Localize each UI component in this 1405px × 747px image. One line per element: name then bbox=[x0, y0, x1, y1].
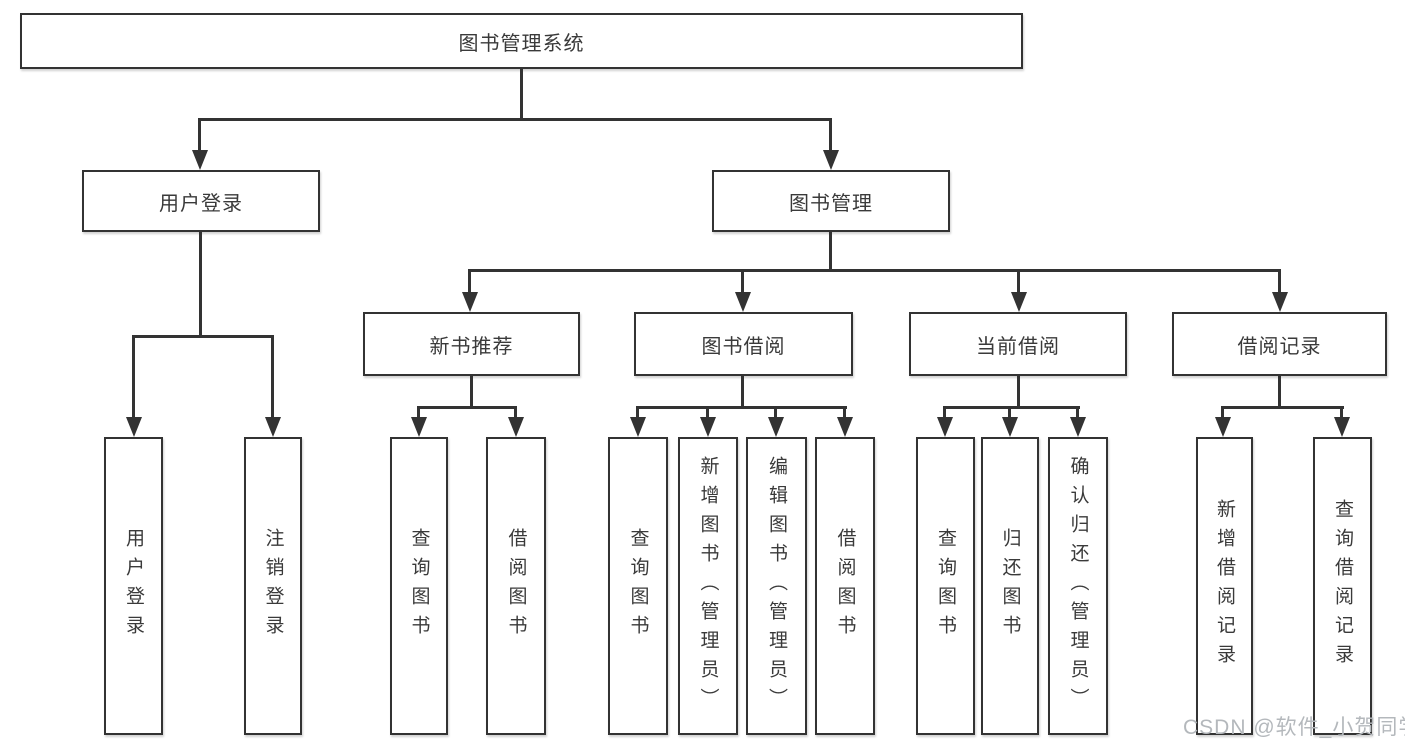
connector-line bbox=[1278, 376, 1281, 407]
arrow-down-icon bbox=[265, 417, 281, 437]
arrow-down-icon bbox=[192, 150, 208, 170]
connector-line bbox=[829, 232, 832, 271]
connector-line bbox=[829, 118, 832, 152]
arrow-down-icon bbox=[768, 417, 784, 437]
arrow-down-icon bbox=[630, 417, 646, 437]
connector-line bbox=[1076, 406, 1079, 417]
connector-line bbox=[1221, 406, 1344, 409]
connector-line bbox=[417, 406, 420, 417]
node-book-borrow: 图书借阅 bbox=[634, 312, 853, 376]
connector-line bbox=[514, 406, 517, 417]
node-library-management-system: 图书管理系统 bbox=[20, 13, 1023, 69]
connector-line bbox=[1221, 406, 1224, 417]
connector-line bbox=[520, 69, 523, 120]
arrow-down-icon bbox=[462, 292, 478, 312]
leaf-logout: 注销登录 bbox=[244, 437, 302, 735]
arrow-down-icon bbox=[837, 417, 853, 437]
leaf-borrow-books: 借阅图书 bbox=[815, 437, 875, 735]
connector-line bbox=[132, 335, 135, 417]
connector-line bbox=[636, 406, 847, 409]
connector-line bbox=[468, 269, 1281, 272]
arrow-down-icon bbox=[735, 292, 751, 312]
arrow-down-icon bbox=[1334, 417, 1350, 437]
arrow-down-icon bbox=[1272, 292, 1288, 312]
connector-line bbox=[706, 406, 709, 417]
connector-line bbox=[843, 406, 846, 417]
connector-line bbox=[1017, 269, 1020, 292]
leaf-return-book: 归还图书 bbox=[981, 437, 1039, 735]
leaf-borrow-books-recommend: 借阅图书 bbox=[486, 437, 546, 735]
leaf-add-borrow-record: 新增借阅记录 bbox=[1196, 437, 1253, 735]
node-user-login: 用户登录 bbox=[82, 170, 320, 232]
connector-line bbox=[1008, 406, 1011, 417]
arrow-down-icon bbox=[700, 417, 716, 437]
connector-line bbox=[468, 269, 471, 292]
connector-line bbox=[1278, 269, 1281, 292]
arrow-down-icon bbox=[411, 417, 427, 437]
arrow-down-icon bbox=[1070, 417, 1086, 437]
leaf-query-books-current: 查询图书 bbox=[916, 437, 975, 735]
connector-line bbox=[741, 376, 744, 407]
connector-line bbox=[741, 269, 744, 292]
arrow-down-icon bbox=[823, 150, 839, 170]
connector-line bbox=[132, 335, 274, 338]
arrow-down-icon bbox=[126, 417, 142, 437]
node-new-book-recommend: 新书推荐 bbox=[363, 312, 580, 376]
connector-line bbox=[417, 406, 517, 409]
node-book-management: 图书管理 bbox=[712, 170, 950, 232]
arrow-down-icon bbox=[1011, 292, 1027, 312]
arrow-down-icon bbox=[1002, 417, 1018, 437]
connector-line bbox=[774, 406, 777, 417]
connector-line bbox=[198, 118, 832, 121]
connector-line bbox=[271, 335, 274, 417]
arrow-down-icon bbox=[1215, 417, 1231, 437]
connector-line bbox=[943, 406, 1080, 409]
connector-line bbox=[470, 376, 473, 407]
node-borrow-records: 借阅记录 bbox=[1172, 312, 1387, 376]
arrow-down-icon bbox=[937, 417, 953, 437]
connector-line bbox=[199, 232, 202, 337]
csdn-watermark: CSDN @软件_小贺同学 bbox=[1183, 716, 1405, 739]
connector-line bbox=[198, 118, 201, 152]
connector-line bbox=[1017, 376, 1020, 407]
leaf-query-books-recommend: 查询图书 bbox=[390, 437, 448, 735]
node-current-borrow: 当前借阅 bbox=[909, 312, 1127, 376]
connector-line bbox=[943, 406, 946, 417]
arrow-down-icon bbox=[508, 417, 524, 437]
connector-line bbox=[636, 406, 639, 417]
leaf-query-books-borrow: 查询图书 bbox=[608, 437, 668, 735]
leaf-query-borrow-record: 查询借阅记录 bbox=[1313, 437, 1372, 735]
leaf-user-login: 用户登录 bbox=[104, 437, 163, 735]
leaf-edit-book-admin: 编辑图书（管理员） bbox=[746, 437, 807, 735]
connector-line bbox=[1340, 406, 1343, 417]
leaf-add-book-admin: 新增图书（管理员） bbox=[678, 437, 738, 735]
leaf-confirm-return-admin: 确认归还（管理员） bbox=[1048, 437, 1108, 735]
